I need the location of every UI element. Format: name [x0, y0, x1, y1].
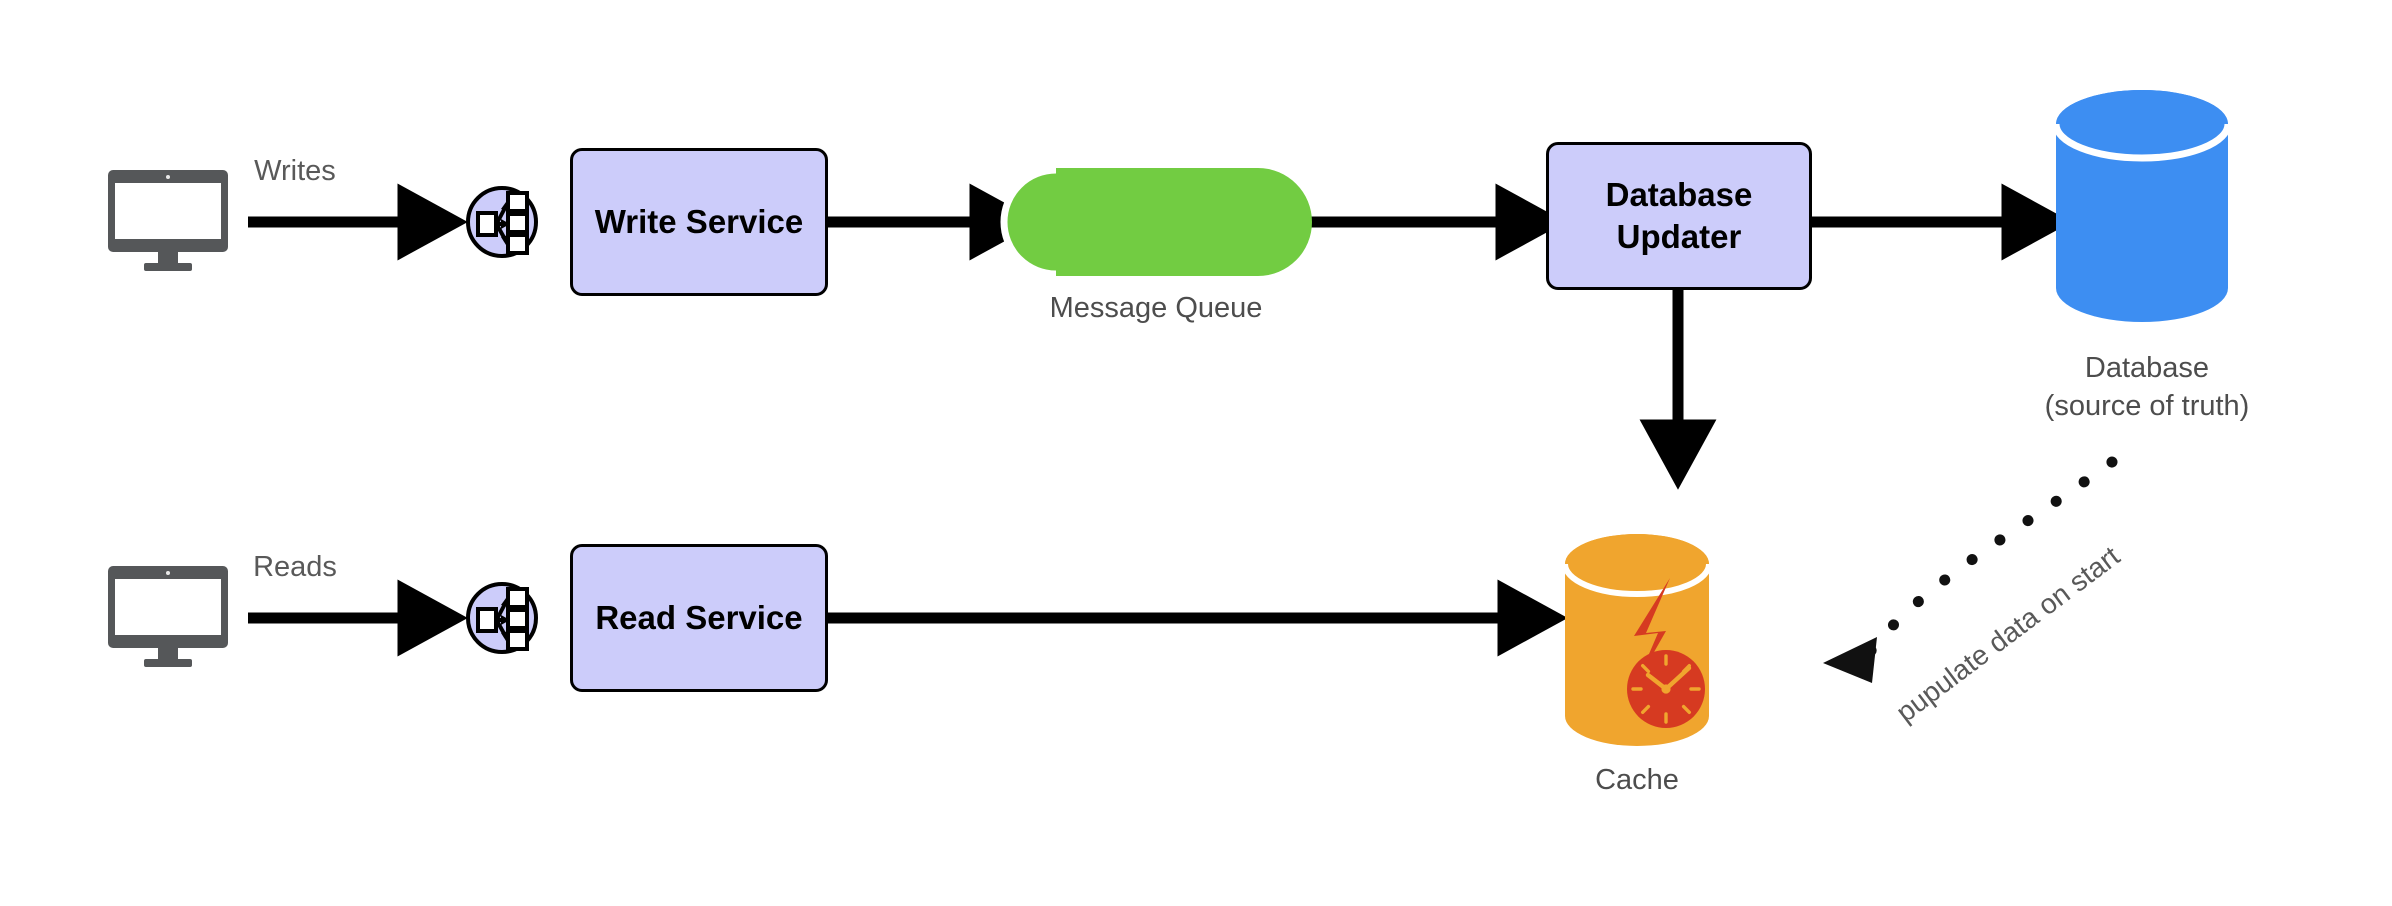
- cache-shape[interactable]: [1562, 532, 1712, 748]
- edge-label-writes: Writes: [254, 155, 336, 187]
- cache-label: Cache: [1595, 764, 1679, 796]
- lightning-bolt-icon: [1634, 578, 1670, 682]
- cache-cylinder-icon: [1562, 534, 1712, 746]
- message-queue-label: Message Queue: [1049, 292, 1263, 324]
- database-label: Database (source of truth): [2044, 352, 2250, 422]
- message-queue-shape[interactable]: [1000, 166, 1312, 278]
- database-updater-box[interactable]: Database Updater: [1546, 142, 1812, 290]
- load-balancer-icon: [466, 582, 538, 654]
- queue-cylinder-icon: [1000, 166, 1312, 278]
- edge-label-populate: pupulate data on start: [1890, 540, 2126, 728]
- edge-label-reads: Reads: [253, 551, 337, 583]
- monitor-camera-icon: [166, 571, 170, 575]
- write-service-label: Write Service: [594, 202, 804, 240]
- clock-icon: [1627, 650, 1705, 728]
- monitor-neck: [158, 252, 178, 265]
- edge-populate-dotted: [1864, 456, 2118, 658]
- monitor-screen: [115, 579, 221, 635]
- monitor-foot: [144, 659, 192, 667]
- read-service-box[interactable]: Read Service: [570, 544, 828, 692]
- monitor-screen: [115, 183, 221, 239]
- database-cylinder-icon: [2052, 90, 2232, 322]
- read-load-balancer[interactable]: [465, 581, 539, 655]
- monitor-camera-icon: [166, 175, 170, 179]
- database-updater-label: Database Updater: [1605, 175, 1753, 255]
- load-balancer-icon: [466, 186, 538, 258]
- monitor-foot: [144, 263, 192, 271]
- edge-populate-arrowhead: [1823, 637, 1877, 683]
- write-load-balancer[interactable]: [465, 185, 539, 259]
- database-shape[interactable]: [2052, 90, 2232, 322]
- read-service-label: Read Service: [595, 598, 803, 636]
- monitor-neck: [158, 648, 178, 661]
- write-service-box[interactable]: Write Service: [570, 148, 828, 296]
- read-client-monitor: [108, 566, 228, 670]
- write-client-monitor: [108, 170, 228, 274]
